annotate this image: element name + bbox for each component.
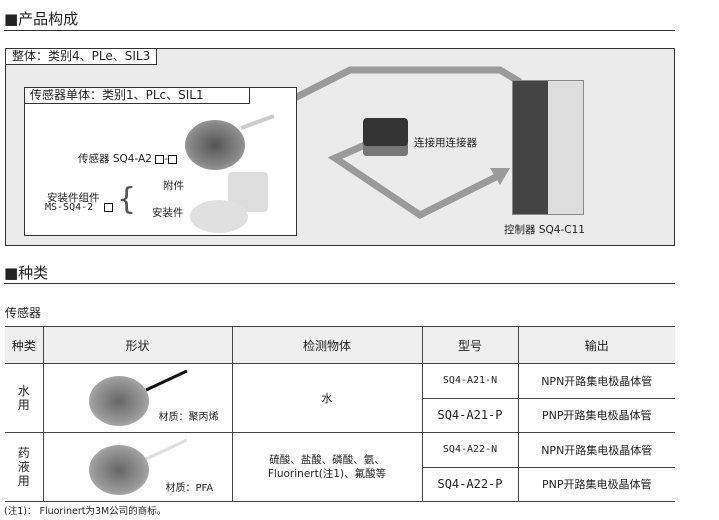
shape-cell: 材质：PFA (42, 432, 233, 502)
object-line: Fluorinert(注1)、氟酸等 (267, 468, 387, 480)
sensor-image (88, 445, 149, 495)
object-line: 硫酸、盐酸、磷酸、氨、 (269, 454, 385, 466)
sensor-image (185, 120, 245, 170)
divider (4, 283, 675, 284)
header-type: 种类 (5, 326, 44, 364)
footnote: (注1)： Fluorinert为3M公司的商标。 (4, 506, 167, 517)
material-label: 材质：PFA (165, 483, 214, 494)
sensor-cable (144, 438, 188, 461)
object-cell: 水 (231, 363, 423, 433)
header-model: 型号 (421, 326, 519, 364)
output-cell: PNP开路集电极晶体管 (517, 466, 675, 502)
controller-image (512, 80, 584, 215)
controller-label: 控制器 SQ4-C11 (504, 224, 585, 236)
sensor-types-table: 种类 形状 检测物体 型号 输出 水用 材质：聚丙烯 水 SQ4-A21-N N… (5, 326, 675, 502)
mount-kit-model: MS-SQ4-2 (45, 202, 94, 213)
sensor-subtitle: 传感器 (5, 306, 42, 320)
object-cell: 硫酸、盐酸、磷酸、氨、 Fluorinert(注1)、氟酸等 (231, 432, 423, 502)
type-cell: 药液用 (5, 432, 44, 502)
table-row: SQ4-A21-P PNP开路集电极晶体管 (5, 397, 675, 433)
table-row: SQ4-A22-P PNP开路集电极晶体管 (5, 466, 675, 502)
table-row: 水用 材质：聚丙烯 水 SQ4-A21-N NPN开路集电极晶体管 (5, 363, 675, 433)
mount-label: 安装件 (152, 207, 184, 219)
sensor-cable (144, 369, 188, 392)
connector-label: 连接用连接器 (414, 137, 477, 149)
shape-cell: 材质：聚丙烯 (42, 363, 233, 433)
table-row: 药液用 材质：PFA 硫酸、盐酸、磷酸、氨、 Fluorinert(注1)、氟酸等… (5, 432, 675, 502)
connection-arrows (253, 66, 522, 220)
sensor-model-text: 传感器 SQ4-A2 (78, 153, 152, 165)
output-cell: NPN开路集电极晶体管 (517, 363, 675, 399)
table-header-row: 种类 形状 检测物体 型号 输出 (5, 326, 675, 364)
output-cell: PNP开路集电极晶体管 (517, 397, 675, 433)
sensor-model-label: 传感器 SQ4-A2 - (78, 151, 178, 166)
model-cell: SQ4-A22-N (421, 432, 519, 468)
sensor-unit-rating-label: 传感器单体：类别1、PLc、SIL1 (24, 87, 250, 104)
material-label: 材质：聚丙烯 (158, 412, 219, 423)
header-output: 输出 (517, 326, 675, 364)
overall-rating-label: 整体：类别4、PLe、SIL3 (5, 48, 158, 65)
model-cell: SQ4-A21-P (422, 397, 519, 433)
section-title-composition: ■产品构成 (4, 10, 79, 28)
section-title-types: ■种类 (4, 264, 49, 282)
mount-image (190, 200, 248, 233)
output-cell: NPN开路集电极晶体管 (517, 432, 675, 468)
connector-image (363, 118, 408, 156)
accessory-label: 附件 (163, 180, 184, 192)
model-placeholder-box (168, 154, 178, 164)
type-cell: 水用 (5, 363, 44, 433)
mount-kit-label: 安装件组件 (47, 192, 100, 204)
divider (4, 30, 675, 31)
model-placeholder-box (104, 203, 113, 212)
brace: { (117, 182, 137, 217)
sensor-image (88, 376, 149, 426)
header-object: 检测物体 (231, 326, 423, 364)
header-shape: 形状 (42, 326, 233, 364)
model-cell: SQ4-A22-P (422, 466, 519, 502)
separator: - (164, 153, 169, 165)
model-placeholder-box (155, 154, 165, 164)
model-cell: SQ4-A21-N (421, 363, 519, 399)
